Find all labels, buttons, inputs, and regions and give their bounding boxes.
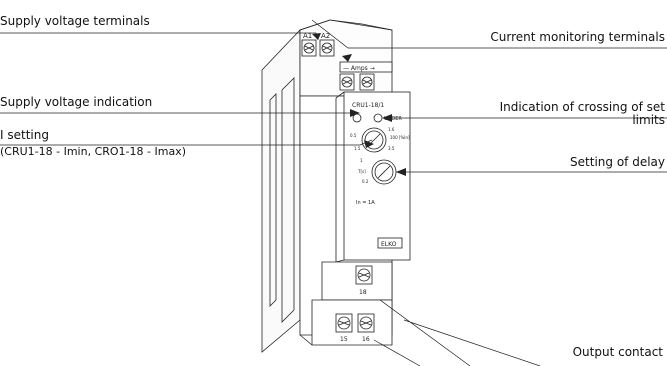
amps-text: — Amps →: [343, 65, 375, 72]
in-rating-text: In = 1A: [356, 200, 375, 206]
terminal-18-text: 18: [359, 289, 367, 296]
svg-text:0.2: 0.2: [362, 179, 369, 184]
svg-text:0.5: 0.5: [350, 133, 357, 138]
label-crossing-line2: limits: [632, 113, 665, 127]
terminal-a1-text: A1: [303, 32, 312, 40]
svg-text:3.5: 3.5: [388, 146, 395, 151]
terminal-15-text: 15: [340, 336, 348, 343]
supply-terminals: A1 A2: [301, 32, 335, 57]
label-output-contact: Output contact: [572, 345, 663, 359]
label-i-setting-note: (CRU1-18 - Imin, CRO1-18 - Imax): [0, 145, 186, 158]
label-supply-terminals: Supply voltage terminals: [0, 14, 150, 28]
label-i-setting: I setting: [0, 128, 49, 142]
svg-text:1.6: 1.6: [388, 127, 395, 132]
svg-text:1.5: 1.5: [354, 146, 361, 151]
label-current-terminals: Current monitoring terminals: [490, 30, 665, 44]
svg-text:100 [%In]: 100 [%In]: [390, 135, 410, 140]
under-text: UNDER: [384, 116, 402, 122]
label-crossing-line1: Indication of crossing of set: [499, 100, 665, 114]
label-delay: Setting of delay: [570, 155, 665, 169]
leader-arrows: [312, 33, 406, 176]
current-terminals: — Amps →: [339, 61, 393, 91]
brand-plate: [377, 237, 403, 249]
output-terminals: 18 15 16: [335, 265, 375, 343]
brand-text: ELKO: [381, 241, 397, 248]
label-supply-indication: Supply voltage indication: [0, 95, 153, 109]
terminal-16-text: 16: [362, 336, 370, 343]
terminal-a2-text: A2: [321, 32, 330, 40]
svg-text:T[s]: T[s]: [357, 169, 366, 174]
model-text: CRU1-18/1: [352, 102, 384, 109]
svg-text:1: 1: [360, 158, 363, 163]
